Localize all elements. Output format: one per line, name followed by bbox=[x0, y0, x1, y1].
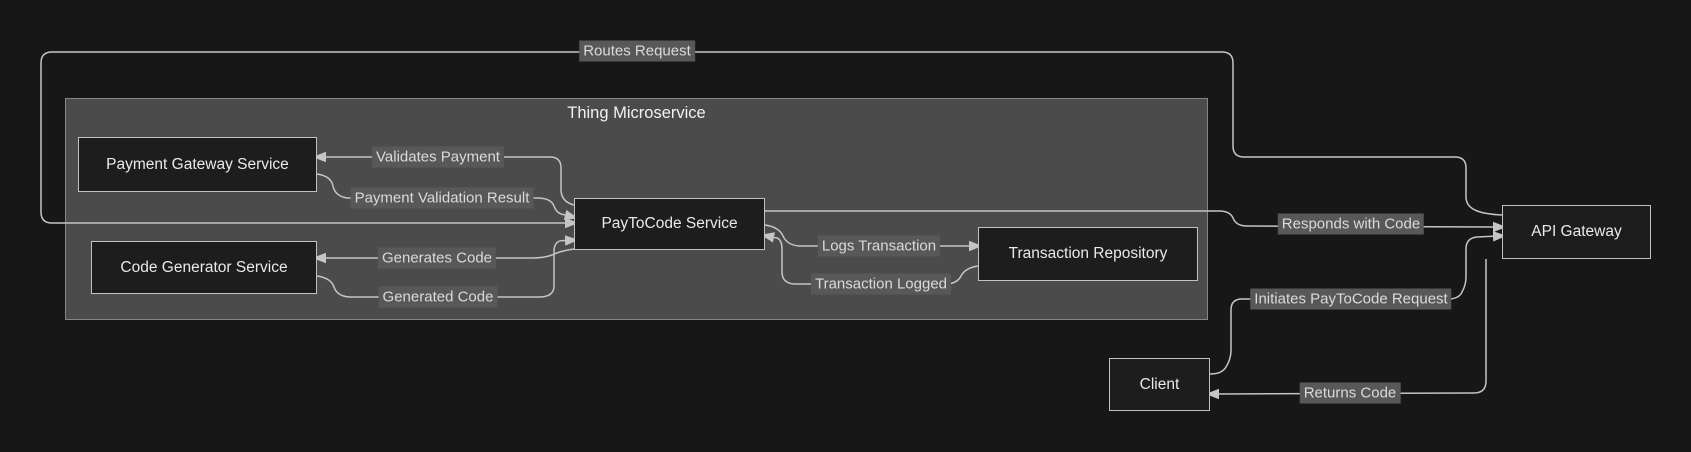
edge-label-generated-code: Generated Code bbox=[378, 286, 498, 308]
edge-transaction-logged bbox=[760, 232, 979, 285]
edge-responds-with-code bbox=[765, 210, 1507, 233]
edge-generated-code bbox=[316, 235, 579, 298]
node-paytocode-service: PayToCode Service bbox=[574, 198, 765, 250]
edge-logs-transaction bbox=[764, 224, 983, 252]
edge-label-generates-code: Generates Code bbox=[377, 247, 497, 269]
edge-routes-request bbox=[40, 51, 1503, 229]
edge-label-validates-payment: Validates Payment bbox=[372, 146, 504, 168]
node-code-generator-service: Code Generator Service bbox=[91, 241, 317, 294]
edge-label-routes-request: Routes Request bbox=[579, 40, 695, 62]
edge-label-returns-code: Returns Code bbox=[1299, 382, 1401, 404]
edge-label-logs-transaction: Logs Transaction bbox=[817, 235, 941, 257]
node-client: Client bbox=[1109, 358, 1210, 411]
node-transaction-repository: Transaction Repository bbox=[978, 227, 1198, 281]
edge-payment-validation-result bbox=[316, 173, 579, 221]
node-payment-gateway-service: Payment Gateway Service bbox=[78, 137, 317, 192]
edge-label-responds-with-code: Responds with Code bbox=[1277, 213, 1425, 235]
edge-label-transaction-logged: Transaction Logged bbox=[810, 273, 952, 295]
edge-label-initiates-paytocode-request: Initiates PayToCode Request bbox=[1250, 288, 1452, 310]
edge-generates-code bbox=[312, 248, 575, 264]
edge-returns-code bbox=[1205, 259, 1487, 400]
edge-label-payment-validation-result: Payment Validation Result bbox=[350, 187, 534, 209]
subgraph-title: Thing Microservice bbox=[567, 104, 706, 122]
node-api-gateway: API Gateway bbox=[1502, 205, 1651, 259]
edge-validates-payment bbox=[312, 151, 575, 206]
